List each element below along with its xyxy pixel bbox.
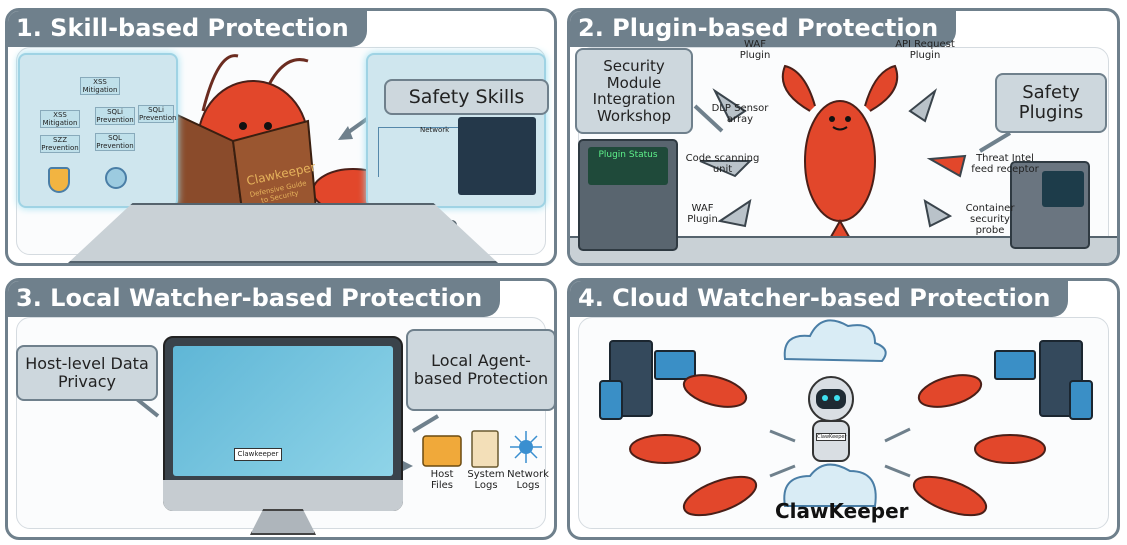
callout-security-module-workshop: Security Module Integration Workshop [575,48,693,134]
plugin-label: API Request Plugin [895,39,955,61]
skill-node: SZZ Prevention [40,135,80,153]
plugin-console: Plugin Status [578,139,678,251]
panel-title: 3. Local Watcher-based Protection [8,281,501,317]
monitor [163,336,403,511]
brain-search-icon [105,167,127,189]
laptop-icon [654,350,696,380]
lobster-swarm [629,374,1046,517]
resource-label: System Logs [467,469,505,491]
callout-host-level-privacy: Host-level Data Privacy [16,345,158,401]
laptop-icon [994,350,1036,380]
panel-cloud-watcher: 4. Cloud Watcher-based Protection ClawKe… [567,278,1120,540]
panel-title: 4. Cloud Watcher-based Protection [570,281,1069,317]
skills-screen: XSS Mitigation XSS Mitigation SQLi Preve… [18,53,178,208]
robot-badge: Clawkeeper [234,448,282,461]
network-diagram [378,127,458,177]
radar-screen [1042,171,1084,207]
skill-node: XSS Mitigation [80,77,120,95]
code-screen: Network [366,53,546,208]
robot-badge: ClawKeeper [816,433,847,441]
folder-icon [422,435,462,467]
plugin-label: WAF Plugin [739,39,771,61]
skill-node: SQL Prevention [95,133,135,151]
callout-arrow [978,131,1012,153]
scanner-console [1010,161,1090,249]
monitor-screen [173,346,393,476]
flow-arrows [769,427,911,478]
plugin-label: Threat Intel feed receptor [971,153,1039,175]
scroll-icon [471,430,499,468]
resource-label: Network Logs [507,469,549,491]
network-label: Network [420,126,450,134]
lobster-body [804,100,876,222]
panel-plugin-based: 2. Plugin-based Protection Plugin Status… [567,8,1120,266]
clawkeeper-caption: ClawKeeper [775,499,909,523]
robot-body [812,420,850,462]
callout-arrow [411,414,440,433]
plugin-illustration [693,64,1012,257]
code-editor [458,117,536,195]
skill-node: SQLi Prevention [138,105,177,123]
shield-icon [48,167,70,193]
cloud-watcher-illustration [599,319,1093,517]
panel-title: 2. Plugin-based Protection [570,11,957,47]
cloud-icon [783,463,877,507]
skill-node: SQLi Prevention [95,107,135,125]
monitor-chin [163,480,403,511]
plugin-label: WAF Plugin [687,203,718,225]
callout-safety-skills: Safety Skills [384,79,549,115]
callout-local-agent-protection: Local Agent-based Protection [406,329,554,411]
phone-icon [1069,380,1093,420]
plugin-label: Code scanning unit [685,153,760,175]
panel-local-watcher: 3. Local Watcher-based Protection Clawke… [5,278,557,540]
resource-label: Host Files [430,469,454,491]
claw-attachment [712,88,747,123]
cloud-icon [783,319,887,363]
skill-node: XSS Mitigation [40,110,80,128]
phone-icon [599,380,623,420]
plugin-status-screen: Plugin Status [588,147,668,185]
panel-skill-based: 1. Skill-based Protection XSS Mitigation… [5,8,557,266]
callout-arrow [693,104,724,133]
plugin-label: Container security probe [965,203,1015,236]
plugin-label: DLP Sensor array [711,103,769,125]
panel-title: 1. Skill-based Protection [8,11,367,47]
desk [68,203,498,263]
callout-safety-plugins: Safety Plugins [995,73,1107,133]
